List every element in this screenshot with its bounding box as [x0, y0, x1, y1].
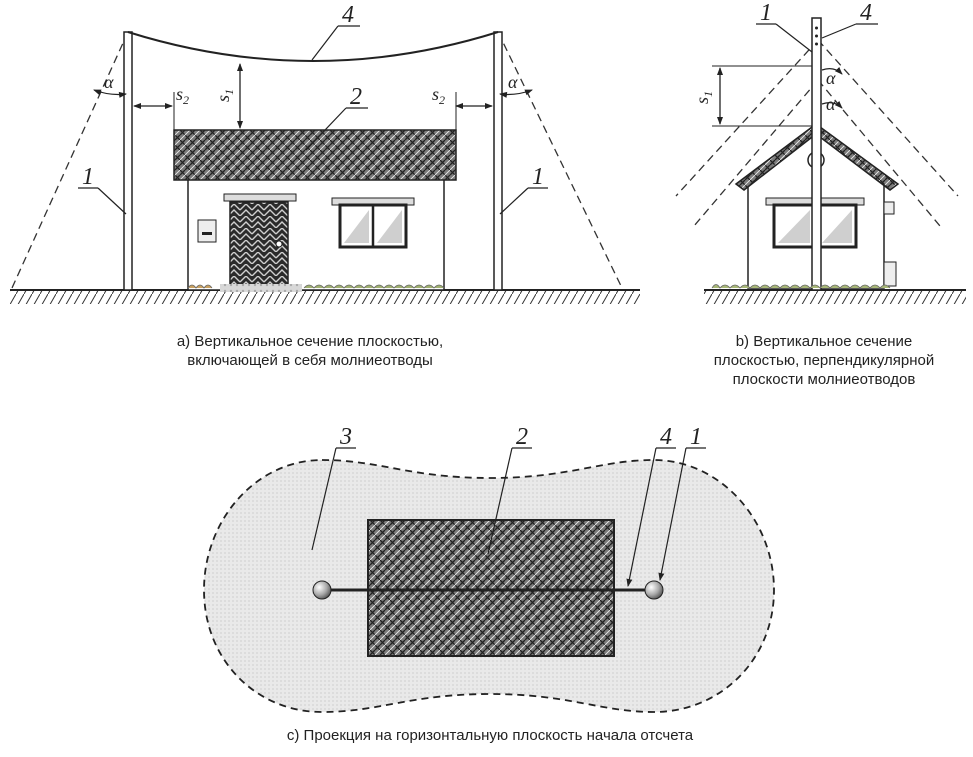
pole-clamp-1	[815, 26, 818, 30]
caption-b-line-3: плоскости молниеотводов	[732, 371, 916, 388]
pole-clamp-3	[815, 42, 818, 46]
caption-a: а) Вертикальное сечение плоскостью, вклю…	[130, 332, 490, 370]
lightning-rod-pole-right	[493, 31, 503, 291]
callout-label-2a: 2	[350, 84, 362, 110]
callout-label-1a-right: 1	[532, 164, 544, 190]
s1-label-a: s1	[213, 89, 236, 102]
rod-end-sphere-right	[644, 580, 664, 600]
roof-a	[173, 129, 457, 181]
window-glass-b	[778, 210, 852, 243]
protection-zone-right	[497, 31, 623, 289]
callout-label-1c: 1	[690, 424, 702, 450]
door-lintel	[223, 193, 297, 202]
callout-line-4c	[626, 447, 657, 587]
alpha-label-b-lower: α	[826, 94, 836, 114]
callout-line-2a	[305, 107, 347, 151]
callout-label-1b: 1	[760, 0, 772, 26]
zone-b-left-outer	[675, 39, 819, 197]
caption-c-line-1: с) Проекция на горизонтальную плоскость …	[286, 727, 694, 744]
caption-b-line-1: b) Вертикальное сечение	[735, 333, 913, 350]
panel-b-perpendicular-section: s1 α α 1 4	[675, 0, 966, 304]
rod-end-sphere-left	[312, 580, 332, 600]
ground-hatch-a	[10, 290, 640, 304]
callout-line-3c	[311, 447, 337, 551]
chimney-vent	[883, 201, 895, 215]
callout-label-4c: 4	[660, 424, 672, 450]
lightning-rod-pole-left	[123, 31, 133, 291]
caption-a-line-2: включающей в себя молниеотводы	[187, 352, 433, 369]
callout-label-4a: 4	[342, 2, 354, 28]
callout-label-1a-left: 1	[82, 164, 94, 190]
callout-line-1a-left	[97, 187, 127, 215]
alpha-label-right: α	[508, 72, 518, 92]
alpha-arc-left	[93, 89, 127, 98]
flower-bed-a	[187, 284, 445, 289]
callout-line-4b	[821, 23, 857, 39]
zone-b-right-outer	[817, 39, 959, 197]
callout-label-4b: 4	[860, 0, 872, 26]
panel-c-horizontal-projection: 3 2 4 1	[203, 424, 775, 713]
caption-a-line-1: а) Вертикальное сечение плоскостью,	[176, 333, 444, 350]
alpha-arc-right	[499, 89, 533, 98]
mailbox-slot	[202, 232, 212, 235]
caption-c: с) Проекция на горизонтальную плоскость …	[180, 726, 800, 745]
ground-hatch-b	[704, 290, 966, 304]
catenary-wire	[127, 31, 499, 62]
s2-label-right: s2	[432, 84, 445, 107]
flower-bed-b	[711, 284, 891, 289]
caption-b-line-2: плоскостью, перпендикулярной	[713, 352, 935, 369]
mailbox-icon	[197, 219, 217, 243]
callout-line-1b	[775, 23, 813, 53]
callout-line-4a	[311, 25, 339, 61]
s2-label-left: s2	[176, 84, 189, 107]
caption-b: b) Вертикальное сечение плоскостью, перп…	[686, 332, 962, 389]
callout-line-1a-right	[499, 187, 529, 215]
callout-label-3c: 3	[339, 424, 352, 450]
callout-label-2c: 2	[516, 424, 528, 450]
side-box	[883, 261, 897, 287]
zone-b-left-inner	[693, 79, 819, 227]
panel-a-vertical-section: s1 s2 s2 α α 4 2 1 1	[10, 2, 640, 304]
door-handle	[275, 240, 283, 248]
pole-clamp-2	[815, 34, 818, 38]
paving-path	[220, 284, 302, 292]
callout-line-1c	[658, 447, 687, 581]
lightning-rod-pole-b	[811, 17, 822, 291]
alpha-arc-b-lower	[821, 100, 843, 109]
s1-label-b: s1	[692, 91, 715, 104]
callout-line-2c	[487, 447, 513, 555]
alpha-arc-b-upper	[821, 66, 843, 75]
alpha-label-left: α	[104, 72, 114, 92]
window-glass-a	[344, 210, 402, 243]
protection-zone-left	[11, 31, 129, 289]
alpha-label-b-upper: α	[826, 68, 836, 88]
